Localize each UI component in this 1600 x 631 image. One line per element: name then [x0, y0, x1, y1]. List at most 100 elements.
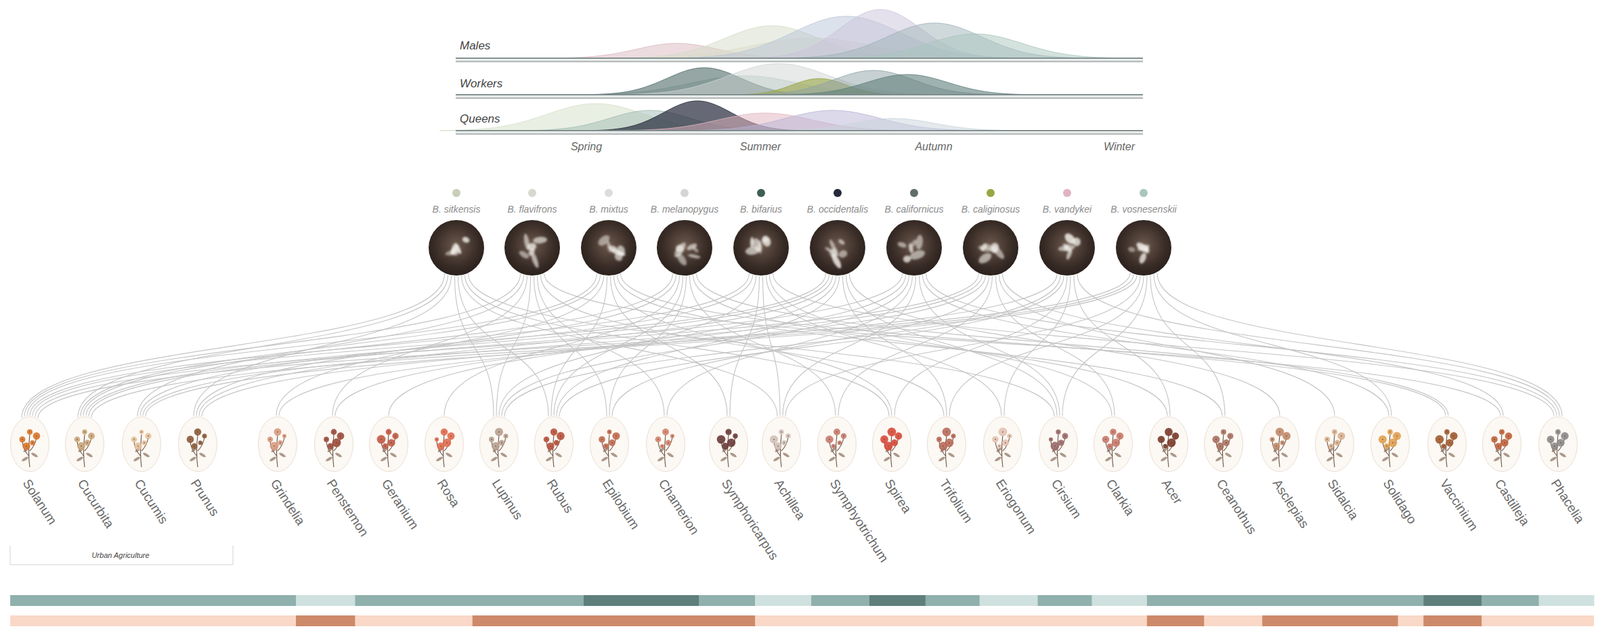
band-segment	[754, 595, 812, 607]
baseline	[455, 61, 1143, 63]
bee-figure	[444, 235, 471, 257]
plant-oval-shape	[709, 417, 749, 472]
blossom-centre	[505, 435, 507, 437]
plant-node: Lupinus	[478, 415, 520, 473]
genus-label: Clarkia	[1103, 477, 1137, 518]
bee-photo	[1039, 220, 1095, 276]
plant-leaf	[1214, 456, 1223, 463]
plant-leaf	[379, 456, 388, 463]
blossom-centre	[1225, 442, 1227, 444]
plant-oval-shape	[1094, 417, 1133, 472]
genus-label: Chamerion	[656, 477, 702, 538]
blossom-centre	[490, 438, 493, 441]
plant-leaf	[729, 452, 738, 459]
visit-link	[1004, 276, 1071, 416]
blossom-centre	[828, 438, 831, 441]
bee-node: B. vandykei	[1038, 219, 1096, 277]
plant-stem	[721, 441, 728, 457]
plant-leaf	[666, 452, 675, 459]
bracket-line	[9, 545, 11, 565]
plant-leaf	[1270, 456, 1280, 463]
visit-link	[666, 276, 913, 416]
plant-stem	[608, 434, 611, 468]
plant-oval	[1259, 415, 1301, 473]
blossom-centre	[883, 438, 885, 441]
band-segment	[698, 595, 755, 607]
plant-oval-shape	[762, 417, 802, 472]
plant-leaf	[1113, 452, 1122, 459]
plant-blossom	[550, 428, 558, 436]
plant-leaf	[947, 452, 956, 459]
plant-leaf	[198, 452, 207, 459]
baseline	[455, 134, 1143, 135]
plant-blossom	[198, 440, 203, 445]
plant-blossom	[270, 442, 279, 451]
visit-link	[919, 275, 1061, 416]
genus-label: Phacelia	[1548, 477, 1587, 527]
plant-blossom	[323, 436, 330, 443]
blossom-centre	[994, 438, 997, 441]
blossom-centre	[657, 438, 659, 441]
visit-link	[996, 275, 1116, 416]
plant-blossom	[1269, 436, 1275, 442]
blossom-centre	[773, 438, 775, 441]
plant-node: Cirsium	[1038, 415, 1079, 473]
blossom-centre	[671, 435, 674, 437]
plant-node: Prunus	[177, 415, 219, 473]
band-segment	[10, 595, 297, 607]
plant-blossom	[1116, 432, 1124, 441]
visit-link	[846, 274, 1058, 416]
bee-wing	[687, 253, 701, 260]
bee-figure	[1057, 231, 1082, 261]
blossom-centre	[780, 431, 783, 433]
band-segment	[1147, 595, 1424, 607]
blossom-centre	[1057, 431, 1059, 433]
blossom-centre	[1507, 435, 1510, 437]
plant-blossom	[608, 439, 616, 447]
blossom-centre	[1219, 445, 1221, 447]
plant-blossom	[1334, 440, 1340, 446]
band-segment	[1539, 595, 1595, 607]
plant-blossom	[1006, 433, 1012, 439]
bee-node: B. flavifrons	[503, 219, 561, 277]
plant-blossom	[662, 428, 669, 436]
plant-blossom	[1282, 431, 1291, 441]
blossom-centre	[1493, 438, 1496, 441]
blossom-centre	[1279, 431, 1281, 433]
blossom-centre	[545, 438, 548, 441]
visit-link	[693, 274, 1169, 416]
plant-oval-shape	[1482, 417, 1522, 472]
plant-blossom	[488, 436, 495, 443]
blossom-centre	[440, 445, 442, 447]
plant-node: Epilobium	[589, 415, 630, 473]
chart-label: Urban Agriculture	[91, 550, 149, 561]
chart-label: Spring	[570, 140, 602, 154]
plant-stem	[29, 434, 31, 468]
bee-figure	[977, 241, 1007, 266]
plant-oval	[816, 415, 858, 473]
plant-blossom	[1384, 443, 1390, 449]
blossom-centre	[29, 431, 31, 433]
genus-label: Prunus	[188, 477, 223, 519]
plant-blossom	[74, 436, 81, 443]
visit-link	[838, 276, 993, 416]
plant-oval	[1203, 415, 1244, 473]
plant-blossom	[447, 432, 456, 441]
band-segment	[295, 615, 355, 627]
blossom-centre	[325, 438, 328, 441]
plant-blossom	[1551, 442, 1559, 451]
bee-wing	[675, 251, 689, 268]
genus-label: Symphoricarpus	[719, 477, 782, 563]
chart-label: Winter	[1103, 140, 1135, 154]
bee-wing	[837, 238, 846, 246]
plant-blossom	[1107, 443, 1113, 449]
plant-oval	[708, 415, 749, 473]
plant-node: Spirea	[871, 415, 913, 473]
plant-leaf	[142, 452, 151, 459]
plant-blossom	[141, 440, 147, 445]
plant-blossom	[1167, 438, 1177, 448]
plant-blossom	[785, 433, 791, 439]
visit-link	[137, 274, 525, 417]
plant-blossom	[134, 442, 142, 450]
blossom-centre	[25, 445, 28, 447]
